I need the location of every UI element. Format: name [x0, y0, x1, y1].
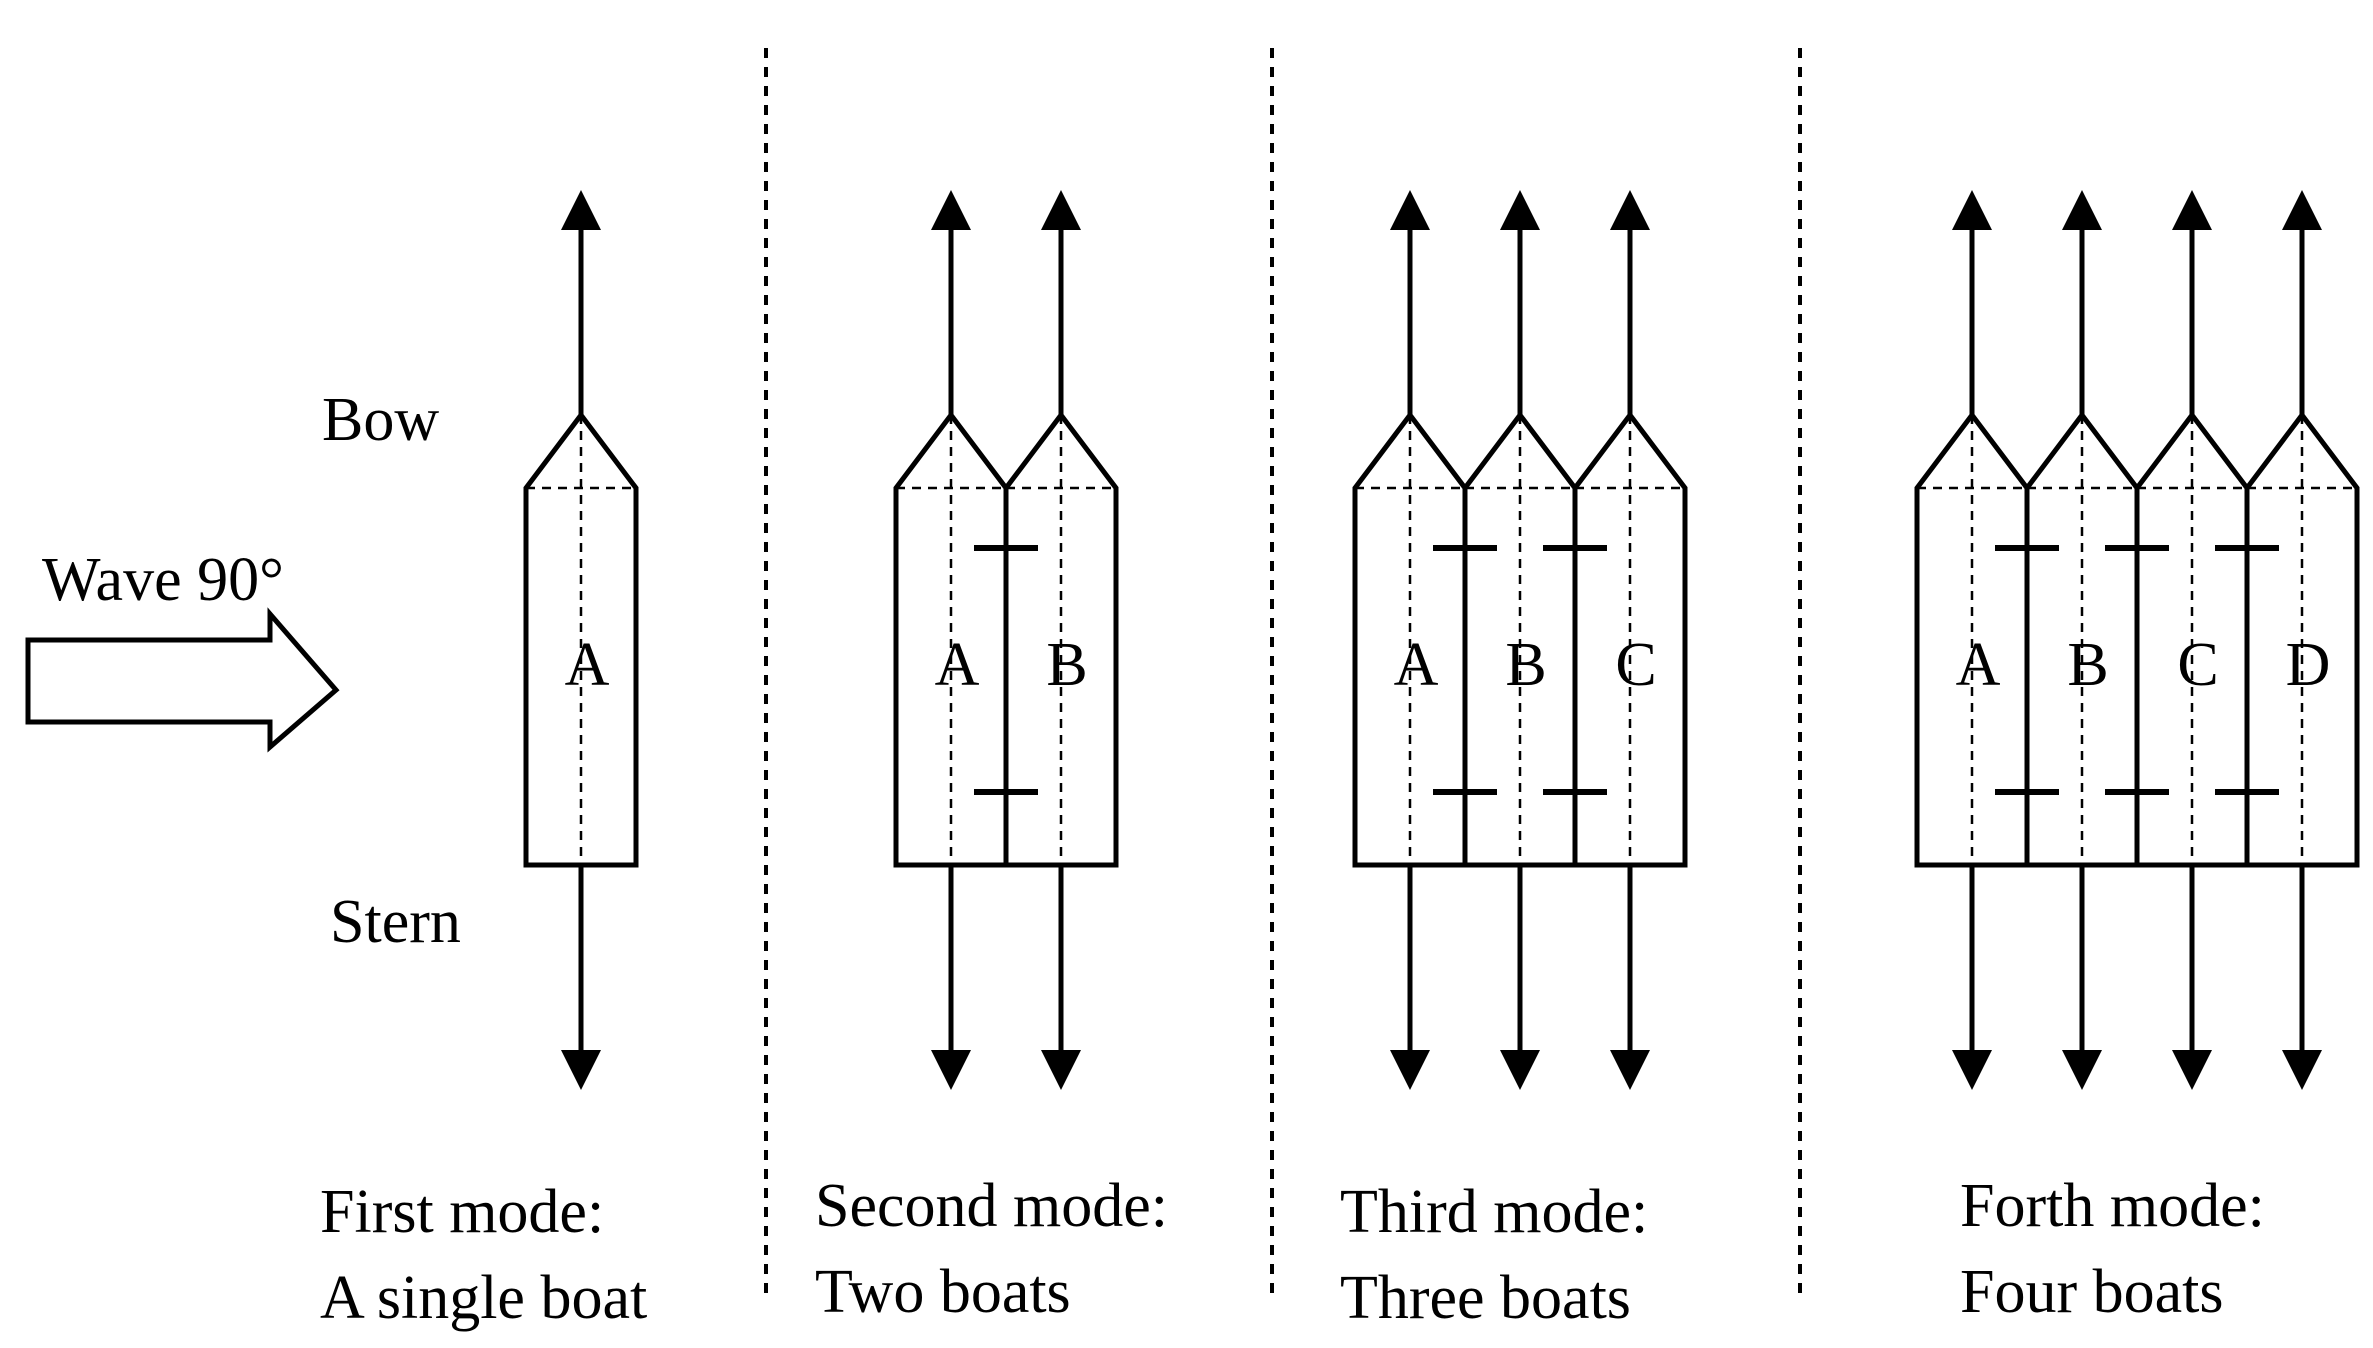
mode-3-title: Third mode: [1340, 1178, 1648, 1246]
boat-label: A [1956, 631, 2001, 699]
mode-1-subtitle: A single boat [320, 1264, 647, 1332]
stern-label: Stern [330, 888, 461, 956]
boat-b: B [1462, 190, 1607, 1090]
mode-4-title: Forth mode: [1960, 1172, 2265, 1240]
wave-label: Wave 90° [42, 546, 284, 614]
boat-c: C [2134, 190, 2279, 1090]
bow-arrowhead-icon [561, 190, 601, 230]
hull-outline [1572, 410, 1688, 868]
bow-arrowhead-icon [2282, 190, 2322, 230]
stern-arrowhead-icon [931, 1050, 971, 1090]
stern-arrowhead-icon [2062, 1050, 2102, 1090]
hull-outline [523, 410, 639, 868]
boat-a: A [1914, 190, 2059, 1090]
bow-arrowhead-icon [1952, 190, 1992, 230]
boat-b: B [2024, 190, 2169, 1090]
mode-4-subtitle: Four boats [1960, 1258, 2224, 1326]
stern-arrowhead-icon [1500, 1050, 1540, 1090]
boat-a: A [893, 190, 1038, 1090]
stern-arrowhead-icon [1610, 1050, 1650, 1090]
boat-label: A [1394, 631, 1439, 699]
boat-label: C [2177, 631, 2218, 699]
bow-arrowhead-icon [1390, 190, 1430, 230]
mode-1-title: First mode: [320, 1178, 604, 1246]
boat-label: C [1615, 631, 1656, 699]
boat-a: A [1352, 190, 1497, 1090]
mode-2-subtitle: Two boats [815, 1258, 1071, 1326]
bow-arrowhead-icon [1041, 190, 1081, 230]
boat-d: D [2244, 190, 2360, 1090]
bow-label: Bow [322, 386, 439, 454]
boat-label: B [1046, 631, 1087, 699]
hull-outline [2244, 410, 2360, 868]
bow-arrowhead-icon [931, 190, 971, 230]
boat-a: A [523, 190, 639, 1090]
boat-label: A [565, 631, 610, 699]
mode-2-title: Second mode: [815, 1172, 1168, 1240]
boat-label: B [2067, 631, 2108, 699]
mode-1: A [523, 190, 639, 1090]
boat-label: D [2286, 631, 2331, 699]
mode-3-subtitle: Three boats [1340, 1264, 1631, 1332]
wave-arrow-icon [25, 607, 340, 753]
boat-label: A [935, 631, 980, 699]
stern-arrowhead-icon [1041, 1050, 1081, 1090]
stern-arrowhead-icon [2172, 1050, 2212, 1090]
boat-b: B [1003, 190, 1119, 1090]
stern-arrowhead-icon [561, 1050, 601, 1090]
boat-c: C [1572, 190, 1688, 1090]
boat-label: B [1505, 631, 1546, 699]
bow-arrowhead-icon [2172, 190, 2212, 230]
stern-arrowhead-icon [1952, 1050, 1992, 1090]
bow-arrowhead-icon [1500, 190, 1540, 230]
bow-arrowhead-icon [1610, 190, 1650, 230]
bow-arrowhead-icon [2062, 190, 2102, 230]
hull-outline [1003, 410, 1119, 868]
stern-arrowhead-icon [1390, 1050, 1430, 1090]
stern-arrowhead-icon [2282, 1050, 2322, 1090]
